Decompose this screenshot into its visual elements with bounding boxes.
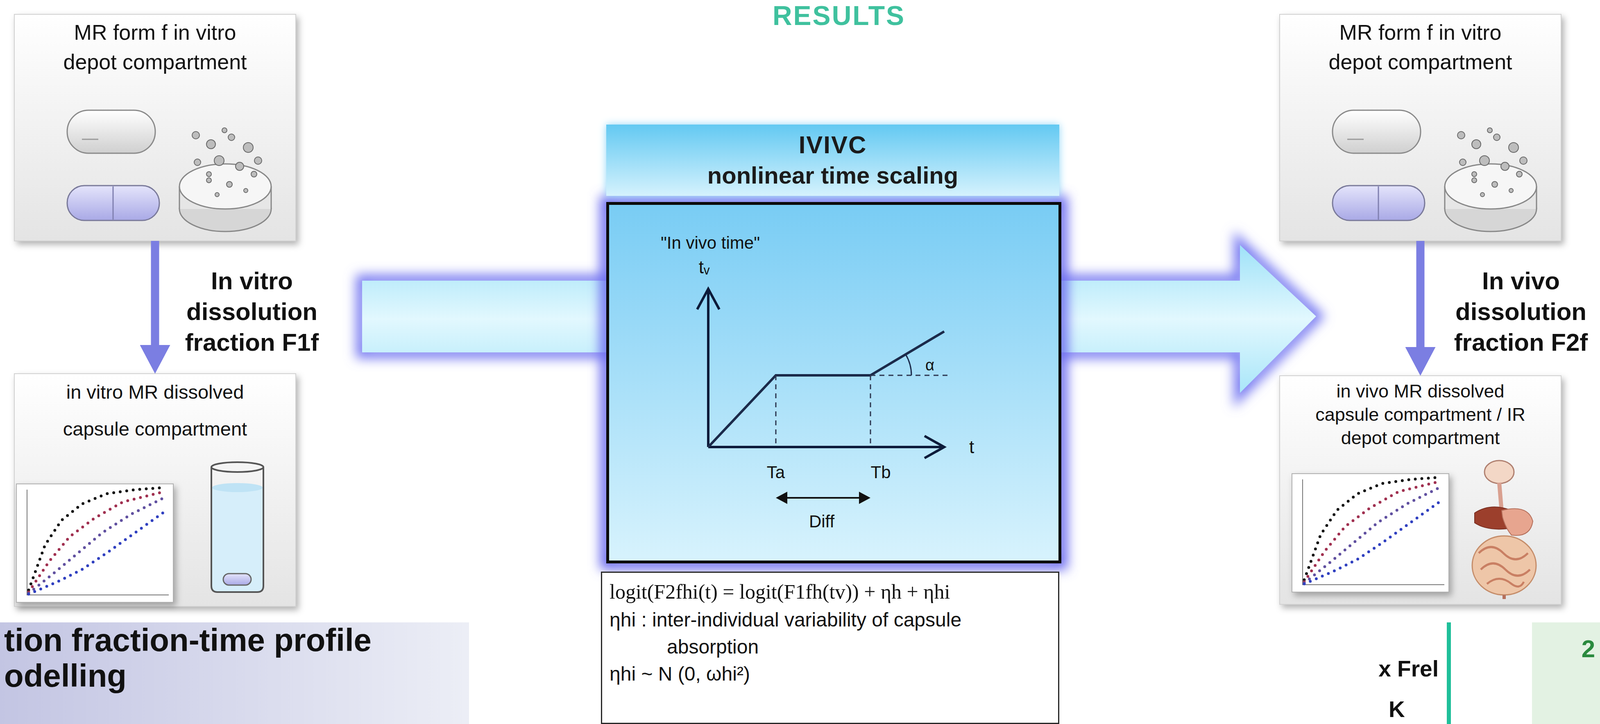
parameter-label: x Frel [1351, 655, 1439, 682]
box-text: in vitro MR dissolved capsule compartmen… [40, 373, 270, 448]
parameter-label: K [1388, 696, 1414, 722]
time-scaling-graph [697, 288, 951, 504]
dissolution-plot [1291, 473, 1449, 592]
title-band: IVIVCnonlinear time scaling [606, 124, 1060, 196]
section-heading: RESULTS [756, 0, 921, 32]
box-text: MR form f in vitro depot compartment [1314, 17, 1528, 77]
axis-label: α [925, 356, 935, 374]
formula-text: ηhi ~ N (0, ωhi²) [609, 660, 1051, 688]
edge-label: In vivo dissolution fraction F2f [1445, 265, 1596, 358]
axis-label: Ta [766, 462, 785, 483]
dissolution-plot [16, 483, 174, 603]
page-panel: 2 [1532, 622, 1600, 724]
dosage-forms [1332, 110, 1537, 232]
gi-tract [1472, 460, 1537, 599]
depot-box: MR form f in vitro depot compartment [1279, 14, 1562, 241]
axis-label: t [969, 436, 975, 458]
flow-arrow [1416, 240, 1425, 352]
box-frames [14, 14, 1562, 607]
box-text: IVIVC [610, 129, 1056, 161]
box-text: nonlinear time scaling [610, 160, 1056, 191]
section-band: tion fraction-time profile odelling [0, 622, 470, 724]
dissolved-box: in vitro MR dissolved capsule compartmen… [14, 373, 296, 607]
box-text: in vivo MR dissolved capsule compartment… [1309, 379, 1532, 450]
dosage-forms [67, 110, 272, 232]
axis-label: Diff [809, 511, 835, 532]
dissolved-box: in vivo MR dissolved capsule compartment… [1279, 375, 1562, 605]
box-text: tion fraction-time profile odelling [4, 622, 414, 694]
formula-text: ηhi : inter-individual variability of ca… [609, 606, 1051, 661]
axis-label: "In vivo time" [660, 233, 760, 253]
box-text: 2 [1532, 636, 1596, 662]
depot-box: MR form f in vitro depot compartment [14, 14, 296, 241]
box-text: MR form f in vitro depot compartment [48, 17, 262, 77]
axis-label: Tb [870, 462, 891, 483]
accent-bar [1446, 622, 1451, 724]
flow-arrow [151, 240, 160, 350]
edge-label: In vitro dissolution fraction F1f [174, 265, 330, 358]
formula-box: logit(F2fhi(t) = logit(F1fh(tv)) + ηh + … [600, 571, 1060, 724]
beaker [211, 462, 264, 592]
graph-box: "In vivo time" tᵥ α tTa TbDiff [606, 201, 1062, 564]
formula-text: logit(F2fhi(t) = logit(F1fh(tv)) + ηh + … [609, 576, 1051, 607]
axis-label: tᵥ [698, 256, 710, 278]
